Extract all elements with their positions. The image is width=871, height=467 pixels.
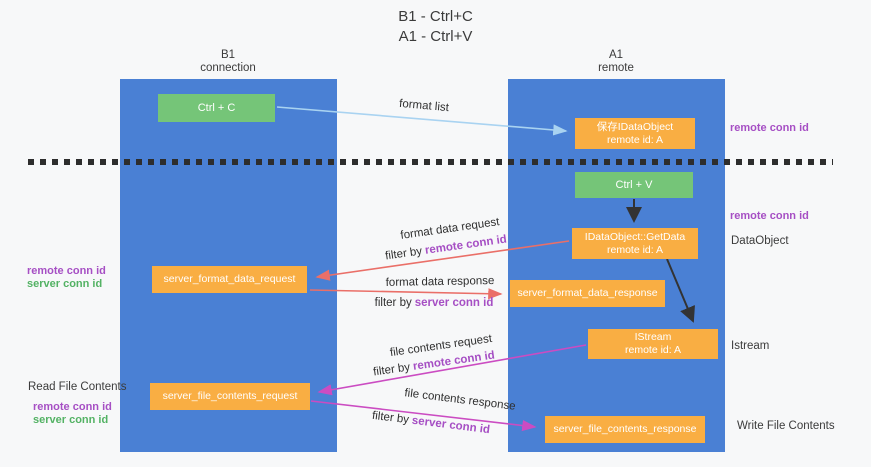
lane-a1-title: A1	[608, 49, 624, 61]
left-remote-conn-id-bottom-label: remote conn id	[33, 401, 112, 413]
left-server-conn-id-top-label: server conn id	[27, 278, 103, 290]
filter-by-text: filter by	[372, 361, 411, 379]
node-ctrl-c-label: Ctrl + C	[197, 101, 236, 114]
right-remote-conn-id-mid-label: remote conn id	[730, 210, 809, 222]
dataobject-label: DataObject	[731, 235, 789, 247]
node-ctrl-v-label: Ctrl + V	[615, 178, 653, 191]
filter-by-text: filter by	[384, 245, 423, 263]
node-server-file-contents-response-label: server_file_contents_response	[553, 423, 697, 435]
node-idataobject-getdata-line1: IDataObject::GetData	[584, 230, 686, 243]
format-data-response-arrow	[309, 288, 503, 300]
file-contents-response-label: file contents response	[403, 387, 517, 413]
node-server-file-contents-request: server_file_contents_request	[150, 383, 310, 410]
filter-key-server-conn-id: server conn id	[411, 414, 491, 437]
node-save-idataobject: 保存IDataObject remote id: A	[575, 118, 695, 149]
lane-b1-subtitle: connection	[200, 62, 256, 74]
lane-b1-title: B1	[220, 49, 236, 61]
node-server-file-contents-response: server_file_contents_response	[545, 416, 705, 443]
node-idataobject-getdata: IDataObject::GetData remote id: A	[572, 228, 698, 259]
node-ctrl-c: Ctrl + C	[158, 94, 275, 122]
node-idataobject-getdata-line2: remote id: A	[606, 243, 664, 256]
lane-header-b1: B1 connection	[168, 49, 288, 75]
filter-key-remote-conn-id: remote conn id	[424, 233, 508, 257]
filter-key-server-conn-id: server conn id	[414, 297, 494, 309]
node-istream: IStream remote id: A	[588, 329, 718, 359]
node-save-idataobject-line1: 保存IDataObject	[596, 120, 674, 133]
diagram-title: B1 - Ctrl+C A1 - Ctrl+V	[0, 7, 871, 47]
filter-by-text: filter by	[371, 409, 410, 427]
right-remote-conn-id-top-label: remote conn id	[730, 122, 809, 134]
diagram-title-line1: B1 - Ctrl+C	[398, 8, 473, 25]
node-server-format-data-request-label: server_format_data_request	[163, 273, 296, 285]
format-list-label: format list	[398, 97, 450, 115]
istream-side-label: Istream	[731, 340, 770, 352]
left-remote-conn-id-top-label: remote conn id	[27, 265, 106, 277]
node-ctrl-v: Ctrl + V	[575, 172, 693, 198]
read-file-contents-label: Read File Contents	[28, 381, 127, 393]
section-divider-dashed-line	[28, 159, 833, 165]
node-istream-line1: IStream	[634, 331, 672, 343]
node-server-format-data-request: server_format_data_request	[152, 266, 307, 293]
node-istream-line2: remote id: A	[624, 344, 682, 356]
lane-header-a1: A1 remote	[556, 49, 676, 75]
write-file-contents-label: Write File Contents	[737, 420, 835, 432]
node-server-format-data-response: server_format_data_response	[510, 280, 665, 307]
filter-by-text: filter by	[374, 297, 412, 309]
format-data-response-label: format data response	[385, 275, 495, 289]
left-server-conn-id-bottom-label: server conn id	[33, 414, 109, 426]
diagram-title-line2: A1 - Ctrl+V	[398, 28, 473, 45]
node-server-format-data-response-label: server_format_data_response	[517, 287, 658, 299]
node-save-idataobject-line2: remote id: A	[606, 133, 664, 146]
lane-a1-subtitle: remote	[598, 62, 634, 74]
node-server-file-contents-request-label: server_file_contents_request	[162, 390, 298, 402]
